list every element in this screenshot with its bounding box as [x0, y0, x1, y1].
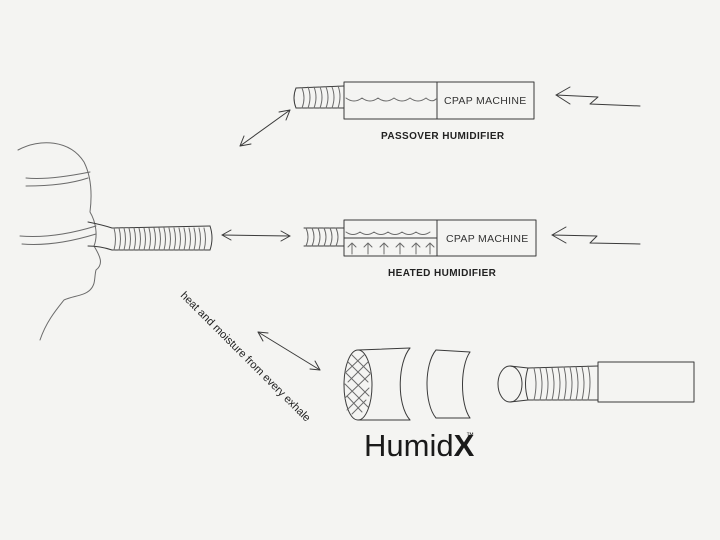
passover-cpap-label: CPAP MACHINE: [444, 95, 527, 107]
humidx-device-diagram: [343, 347, 695, 421]
passover-connector-arrow: [239, 109, 291, 147]
heated-airflow-arrow: [551, 226, 641, 245]
heated-hose: [303, 227, 345, 247]
mask-tube: [87, 221, 213, 251]
heated-humidifier-diagram: CPAP MACHINE HEATED HUMIDIFIER: [303, 219, 641, 279]
heated-cpap-machine: CPAP MACHINE: [436, 219, 537, 257]
humidx-connector-arrow: [257, 331, 321, 371]
passover-humidifier-caption: PASSOVER HUMIDIFIER: [381, 131, 505, 142]
heated-cpap-label: CPAP MACHINE: [446, 233, 529, 245]
trademark-symbol: ™: [466, 431, 474, 440]
passover-hose: [293, 85, 345, 109]
heat-arrows: [347, 242, 435, 255]
humidx-hose: [527, 365, 599, 401]
heated-humidifier-caption: HEATED HUMIDIFIER: [388, 268, 497, 279]
humidx-logo-prefix: Humid: [364, 428, 454, 463]
heated-connector-arrow: [221, 229, 291, 242]
passover-airflow-arrow: [555, 86, 641, 107]
exhale-annotation: heat and moisture from every exhale: [178, 290, 313, 425]
head-silhouette: [17, 142, 101, 341]
passover-humidifier-chamber: [343, 81, 438, 120]
passover-humidifier-diagram: CPAP MACHINE PASSOVER HUMIDIFIER: [293, 81, 641, 142]
humidx-housing-ring: [426, 349, 471, 419]
humidx-filter-cartridge: [343, 347, 411, 421]
passover-cpap-machine: CPAP MACHINE: [436, 81, 535, 120]
filter-mesh: [344, 354, 371, 415]
humidx-cpap-box: [597, 361, 695, 403]
humidx-adapter: [497, 365, 529, 403]
humidx-logo-text: HumidX: [364, 428, 475, 463]
humidx-logo-emphasis: X: [454, 428, 475, 463]
heated-humidifier-chamber: [343, 219, 438, 257]
humidx-logo: HumidX ™: [364, 428, 475, 463]
